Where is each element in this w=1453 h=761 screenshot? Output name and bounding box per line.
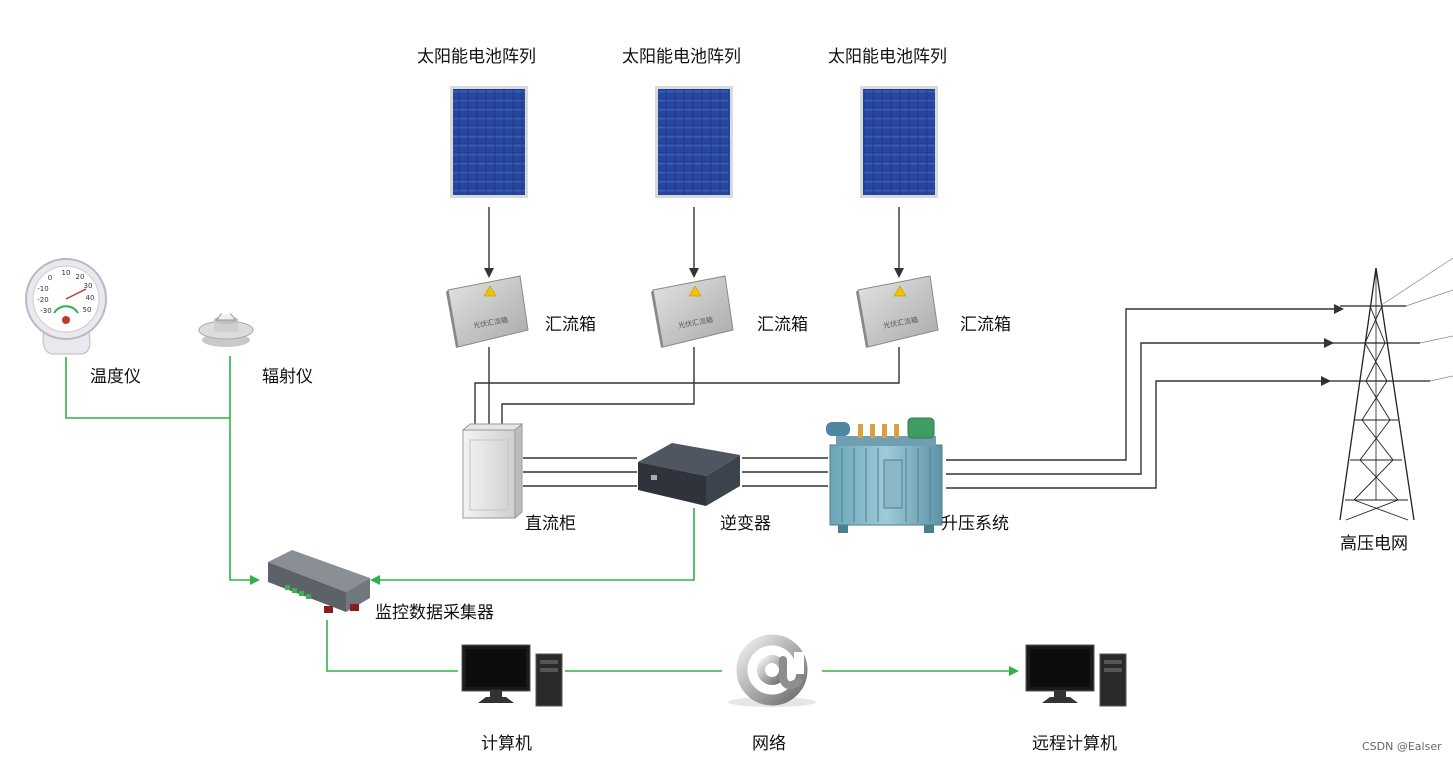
thermo-tick-neg10: -10: [37, 285, 48, 293]
watermark: CSDN @Ealser: [1362, 740, 1442, 753]
combiner-box-1-icon: 光伏汇流箱: [446, 275, 529, 348]
thermo-tick-40: 40: [86, 294, 95, 302]
data-collector-icon: [268, 550, 370, 613]
thermometer-label: 温度仪: [90, 367, 141, 387]
solar-array-3-label: 太阳能电池阵列: [828, 47, 947, 67]
solar-panel-3-icon: [860, 86, 938, 198]
combiner-box-2-icon: 光伏汇流箱: [651, 275, 734, 348]
thermo-tick-neg30: -30: [40, 307, 51, 315]
network-at-icon: [728, 634, 816, 707]
combiner-box-2-label: 汇流箱: [757, 315, 808, 335]
combiner-2-to-dc-cabinet-line: [501, 347, 695, 430]
thermometer-signal-line: [65, 357, 230, 419]
transmission-tower-icon: [1325, 257, 1453, 521]
solar-panel-2-icon: [655, 86, 733, 198]
dc-cabinet-label: 直流柜: [525, 514, 576, 534]
remote-computer-icon: [1025, 644, 1127, 707]
radiometer-label: 辐射仪: [262, 367, 313, 387]
computer-icon: [461, 644, 563, 707]
collector-to-computer-line: [326, 620, 458, 672]
step-up-system-label: 升压系统: [941, 514, 1009, 534]
thermo-tick-30: 30: [84, 282, 93, 290]
computer-label: 计算机: [481, 734, 532, 754]
dc-cabinet-icon: [461, 422, 524, 520]
hv-grid-label: 高压电网: [1340, 534, 1408, 554]
radiometer-icon: [198, 309, 254, 347]
thermo-tick-20: 20: [76, 273, 85, 281]
combiner-3-to-dc-cabinet-line: [474, 347, 900, 430]
combiner-box-1-label: 汇流箱: [545, 315, 596, 335]
thermo-tick-10: 10: [62, 269, 71, 277]
inverter-icon: [638, 443, 740, 506]
transformer-icon: [826, 417, 943, 533]
thermo-tick-neg20: -20: [37, 296, 48, 304]
data-collector-label: 监控数据采集器: [375, 603, 494, 623]
thermo-tick-0: 0: [48, 274, 52, 282]
radiometer-signal-line: [229, 356, 260, 585]
thermometer-icon: 10 20 30 0 40 -10 -20 50 -30: [25, 258, 107, 355]
transformer-to-grid-lines: [946, 304, 1344, 489]
inverter-to-transformer-lines: [742, 457, 828, 487]
combiner-box-3-label: 汇流箱: [960, 315, 1011, 335]
network-label: 网络: [752, 734, 786, 754]
solar-array-1-label: 太阳能电池阵列: [417, 47, 536, 67]
monitoring-wiring: [65, 356, 1019, 676]
dc-cabinet-to-inverter-lines: [523, 457, 637, 487]
solar-array-2-label: 太阳能电池阵列: [622, 47, 741, 67]
inverter-signal-line: [370, 508, 695, 585]
solar-panel-1-icon: [450, 86, 528, 198]
thermo-tick-50: 50: [83, 306, 92, 314]
combiner-box-3-icon: 光伏汇流箱: [856, 275, 939, 348]
inverter-label: 逆变器: [720, 514, 771, 534]
remote-computer-label: 远程计算机: [1032, 734, 1117, 754]
power-wiring: [474, 207, 1344, 489]
